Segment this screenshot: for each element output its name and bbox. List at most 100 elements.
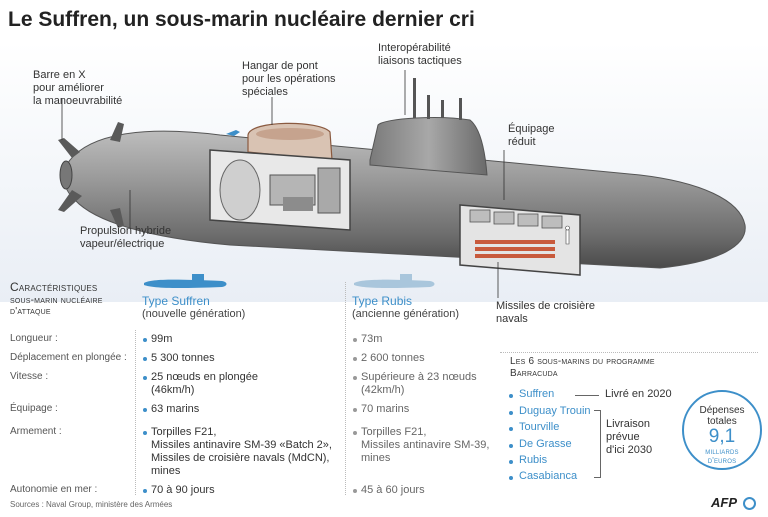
rubis-crew: 70 marins	[361, 403, 410, 415]
bullet	[143, 376, 147, 380]
planned-line: d'ici 2030	[606, 444, 653, 456]
separator	[135, 330, 136, 495]
value-line: mines	[151, 465, 181, 477]
annotation-missiles: Missiles de croisière navals	[496, 300, 595, 326]
suffren-type-sub: (nouvelle génération)	[142, 308, 246, 320]
submarine-suffren: Suffren	[519, 388, 555, 400]
annotation-line: la manoeuvrabilité	[33, 95, 123, 107]
annotation-line: navals	[496, 313, 528, 325]
suffren-silhouette-icon	[144, 274, 227, 289]
separator	[345, 282, 346, 495]
submarine-illustration	[0, 42, 768, 302]
bullet	[143, 357, 147, 361]
x-rudder	[58, 138, 80, 158]
annotation-x-rudder: Barre en X pour améliorer la manoeuvrabi…	[33, 69, 122, 108]
value-line: (42km/h)	[361, 384, 405, 396]
spending-circle: Dépenses totales 9,1 milliards d'euros	[682, 390, 762, 470]
annotation-line: Propulsion hybride	[80, 225, 172, 237]
suffren-type-name: Type Suffren	[142, 294, 210, 308]
value-line: Missiles de croisière navals (MdCN),	[151, 452, 330, 464]
bullet	[353, 376, 357, 380]
submarine-de-grasse: De Grasse	[519, 438, 572, 450]
row-label-displacement: Déplacement en plongée :	[10, 352, 127, 363]
rubis-length: 73m	[361, 333, 383, 345]
row-label-autonomy: Autonomie en mer :	[10, 484, 98, 495]
afp-logo: AFP	[711, 495, 737, 510]
program-heading-line: Barracuda	[510, 368, 558, 379]
annotation-line: Équipage	[508, 123, 555, 135]
annotation-line: pour les opérations	[242, 73, 336, 85]
planned-line: prévue	[606, 431, 640, 443]
bullet	[353, 408, 357, 412]
spending-unit: milliards d'euros	[684, 447, 760, 465]
bullet	[509, 394, 513, 398]
row-label-armament: Armement :	[10, 426, 62, 437]
row-label-crew: Équipage :	[10, 403, 58, 414]
bullet	[509, 411, 513, 415]
submarine-casabianca: Casabianca	[519, 470, 578, 482]
mast	[413, 78, 416, 118]
value-line: Missiles antinavire SM-39 «Batch 2»,	[151, 439, 332, 451]
bullet	[509, 460, 513, 464]
bullet	[353, 489, 357, 493]
afp-logo-icon	[743, 497, 756, 510]
bullet	[509, 427, 513, 431]
program-panel: Les 6 sous-marins du programme Barracuda…	[500, 352, 758, 492]
missile-rack	[475, 240, 555, 258]
subheading-line: d'attaque	[10, 306, 51, 317]
annotation-line: Barre en X	[33, 69, 86, 81]
annotation-line: pour améliorer	[33, 82, 104, 94]
diver-icon	[226, 130, 240, 136]
subheading-line: sous-marin nucléaire	[10, 295, 103, 306]
mast	[441, 100, 444, 118]
value-line: Missiles antinavire SM-39,	[361, 439, 490, 451]
rubis-type-name: Type Rubis	[352, 294, 413, 308]
spending-value: 9,1	[708, 426, 736, 447]
annotation-line: Missiles de croisière	[496, 300, 596, 312]
bullet	[143, 408, 147, 412]
spending-unit-line: milliards	[705, 447, 739, 456]
value-line: Supérieure à 23 nœuds	[361, 371, 477, 383]
program-heading: Les 6 sous-marins du programme Barracuda	[510, 356, 655, 380]
rubis-displacement: 2 600 tonnes	[361, 352, 425, 364]
bullet	[353, 357, 357, 361]
rubis-speed: Supérieure à 23 nœuds (42km/h)	[361, 371, 477, 397]
bullet	[509, 444, 513, 448]
bracket-planned	[594, 410, 601, 478]
mast	[459, 98, 462, 120]
bullet	[353, 338, 357, 342]
page-title: Le Suffren, un sous-marin nucléaire dern…	[8, 8, 475, 31]
mast	[427, 95, 430, 119]
rubis-silhouette-icon	[354, 274, 435, 289]
characteristics-subheading: sous-marin nucléaire d'attaque	[10, 295, 103, 317]
x-rudder	[110, 208, 124, 228]
planned-line: Livraison	[606, 418, 651, 430]
row-label-speed: Vitesse :	[10, 371, 49, 382]
suffren-crew: 63 marins	[151, 403, 200, 415]
program-heading-line: Les 6 sous-marins du programme	[510, 356, 655, 367]
suffren-displacement: 5 300 tonnes	[151, 352, 215, 364]
crew-bunks	[469, 209, 563, 229]
spending-label-line: Dépenses	[699, 405, 745, 416]
annotation-propulsion: Propulsion hybride vapeur/électrique	[80, 225, 171, 251]
rubis-type-sub: (ancienne génération)	[352, 308, 460, 320]
value-line: Torpilles F21,	[361, 426, 427, 438]
sail	[369, 117, 488, 176]
bullet	[143, 489, 147, 493]
value-line: (46km/h)	[151, 384, 195, 396]
bullet	[143, 431, 147, 435]
characteristics-heading: Caractéristiques	[10, 280, 98, 294]
value-line: 25 nœuds en plongée	[151, 371, 259, 383]
value-line: mines	[361, 452, 391, 464]
annotation-hangar: Hangar de pont pour les opérations spéci…	[242, 60, 336, 99]
rubis-autonomy: 45 à 60 jours	[361, 484, 425, 496]
planned-label: Livraison prévue d'ici 2030	[606, 418, 652, 457]
annotation-line: spéciales	[242, 86, 288, 98]
value-line: Torpilles F21,	[151, 426, 217, 438]
bracket-delivered	[575, 395, 599, 396]
annotation-interoperability: Interopérabilité liaisons tactiques	[378, 42, 462, 68]
x-rudder	[110, 122, 124, 142]
rubis-armament: Torpilles F21, Missiles antinavire SM-39…	[361, 426, 489, 465]
bullet	[353, 431, 357, 435]
spending-label: Dépenses totales	[684, 405, 760, 427]
